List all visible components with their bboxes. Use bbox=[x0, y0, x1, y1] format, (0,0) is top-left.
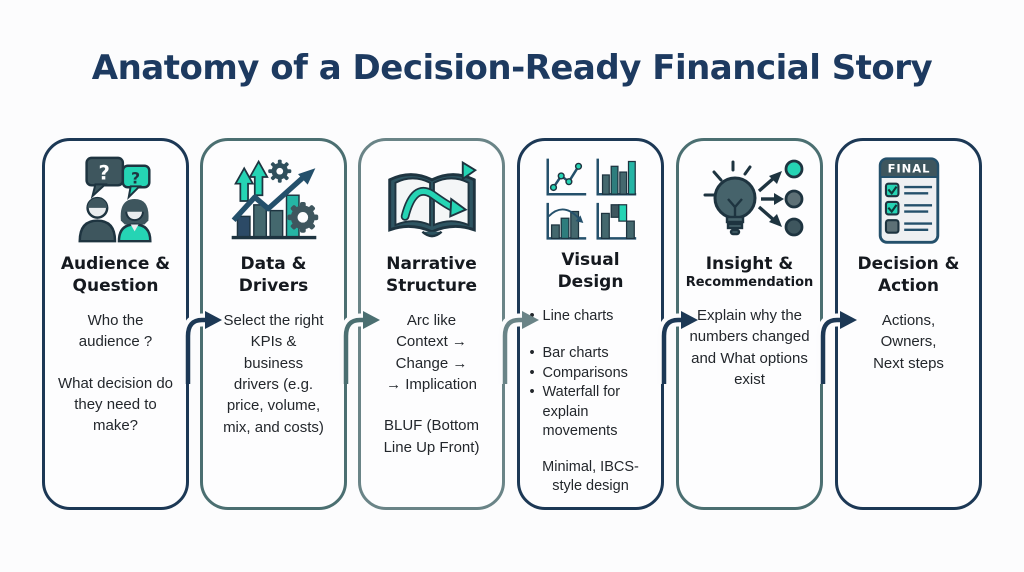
card-title: Narrative Structure bbox=[386, 253, 477, 297]
card-body: Actions, Owners, Next steps bbox=[873, 310, 944, 374]
card-narrative-structure: Narrative Structure Arc like Context → C… bbox=[358, 138, 505, 510]
card-body: Arc like Context → Change → → Implicatio… bbox=[369, 310, 494, 458]
page-title: Anatomy of a Decision-Ready Financial St… bbox=[91, 48, 933, 88]
card-title-line2: Recommendation bbox=[685, 275, 814, 291]
gear-large bbox=[286, 201, 318, 233]
flow-arrow-2 bbox=[339, 311, 380, 384]
question-mark-1: ? bbox=[98, 161, 109, 184]
card-body: Who the audience ? What decision do they… bbox=[57, 310, 175, 436]
people-question-icon: ? ? bbox=[53, 151, 178, 251]
card-title-line1: Visual bbox=[561, 250, 620, 271]
card-body: Line charts Bar charts Comparisons Water… bbox=[529, 307, 653, 442]
body-line: Next steps bbox=[873, 354, 944, 372]
flow-arrow-1 bbox=[181, 311, 222, 384]
bullet-item: Waterfall for explain movements bbox=[529, 383, 653, 442]
body-paragraph: Select the right KPIs & business drivers… bbox=[223, 312, 324, 436]
card-title-line2: Drivers bbox=[238, 276, 309, 297]
bullet-item: Bar charts bbox=[529, 344, 653, 364]
book-arrow-icon bbox=[369, 151, 494, 251]
card-title-line2: Action bbox=[878, 276, 939, 297]
card-title-line1: Insight & bbox=[705, 254, 794, 274]
flow-arrow-5 bbox=[816, 311, 857, 384]
flow-arrow-4 bbox=[657, 311, 698, 384]
card-decision-action: FINAL Decision & Action Actions, Owners,… bbox=[835, 138, 982, 510]
chart-gears-icon bbox=[211, 151, 336, 251]
body-paragraph: Explain why the numbers changed and What… bbox=[689, 306, 810, 388]
final-badge-label: FINAL bbox=[887, 162, 930, 176]
card-body: Select the right KPIs & business drivers… bbox=[223, 310, 325, 438]
card-title: Decision & Action bbox=[857, 253, 959, 297]
bullet-item: Comparisons bbox=[529, 364, 653, 384]
card-title: Visual Design bbox=[558, 249, 624, 293]
card-title-line2: Design bbox=[557, 272, 624, 293]
card-audience-question: ? ? Audience & Question Who the audience… bbox=[42, 138, 189, 510]
body-line: Actions, bbox=[881, 312, 936, 330]
card-title-line1: Audience & bbox=[60, 254, 171, 274]
body-paragraph: What decision do they need to make? bbox=[57, 374, 174, 435]
body-line: Owners, bbox=[880, 333, 937, 351]
card-data-drivers: Data & Drivers Select the right KPIs & b… bbox=[200, 138, 347, 510]
lightbulb-options-icon bbox=[687, 151, 812, 251]
arc-line: → Implication bbox=[386, 376, 477, 394]
card-title: Audience & Question bbox=[61, 253, 170, 297]
card-title-line2: Question bbox=[72, 276, 159, 297]
final-checklist-icon: FINAL bbox=[846, 151, 971, 251]
arc-line: Change → bbox=[395, 354, 468, 372]
card-title-line2: Structure bbox=[385, 276, 478, 297]
card-title: Data & Drivers bbox=[239, 253, 308, 297]
mini-charts-icon bbox=[528, 151, 653, 247]
card-title-line1: Decision & bbox=[857, 254, 960, 274]
question-mark-2: ? bbox=[131, 168, 140, 187]
card-body: Explain why the numbers changed and What… bbox=[687, 305, 812, 390]
body-paragraph: Who the audience ? bbox=[78, 312, 153, 351]
gear-small bbox=[267, 159, 291, 183]
card-visual-design: Visual Design Line charts Bar charts Com… bbox=[517, 138, 664, 510]
card-title: Insight & Recommendation bbox=[686, 253, 814, 292]
card-title-line1: Data & bbox=[240, 254, 307, 274]
arc-line: Context → bbox=[396, 333, 467, 351]
card-footer-note: Minimal, IBCS-style design bbox=[542, 458, 639, 495]
flow-arrow-3 bbox=[498, 311, 539, 384]
body-paragraph: BLUF (Bottom Line Up Front) bbox=[383, 417, 480, 456]
bullet-item: Line charts bbox=[529, 307, 653, 327]
arc-line: Arc like bbox=[406, 312, 457, 330]
card-title-line1: Narrative bbox=[386, 254, 477, 274]
